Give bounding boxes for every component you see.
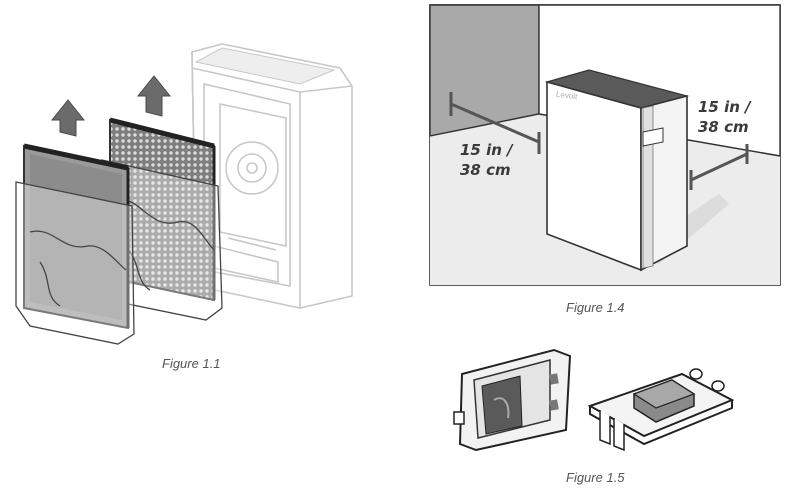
right-dimension-line (689, 144, 749, 190)
purifier-unit (544, 69, 690, 272)
left-clearance-label: 15 in / 38 cm (460, 140, 513, 180)
left-dimension-line (449, 92, 541, 154)
up-arrow-icon (50, 99, 86, 137)
up-arrow-icon (136, 75, 172, 117)
hepa-filter (23, 143, 130, 330)
left-clearance-inches: 15 in / (460, 141, 513, 159)
right-clearance-cm: 38 cm (698, 118, 749, 136)
right-clearance-label: 15 in / 38 cm (698, 97, 751, 137)
right-clearance-inches: 15 in / (698, 98, 751, 116)
figure-1-5-caption: Figure 1.5 (566, 470, 625, 485)
hepa-filter-bag (15, 181, 135, 345)
figure-1-4-caption: Figure 1.4 (566, 300, 625, 315)
sensor-cover-drawing (453, 348, 735, 452)
figure-1-1-illustration (0, 0, 380, 350)
sensor-cover (453, 348, 572, 452)
figure-1-1-caption: Figure 1.1 (162, 356, 221, 371)
left-clearance-cm: 38 cm (460, 161, 511, 179)
purifier-top-grille (194, 47, 336, 85)
placement-clearance-drawing (429, 4, 781, 286)
figure-1-5-illustration (450, 344, 740, 456)
figure-1-4-illustration (429, 4, 781, 286)
filter-removal-drawing (15, 43, 353, 345)
sensor-board (587, 368, 735, 452)
